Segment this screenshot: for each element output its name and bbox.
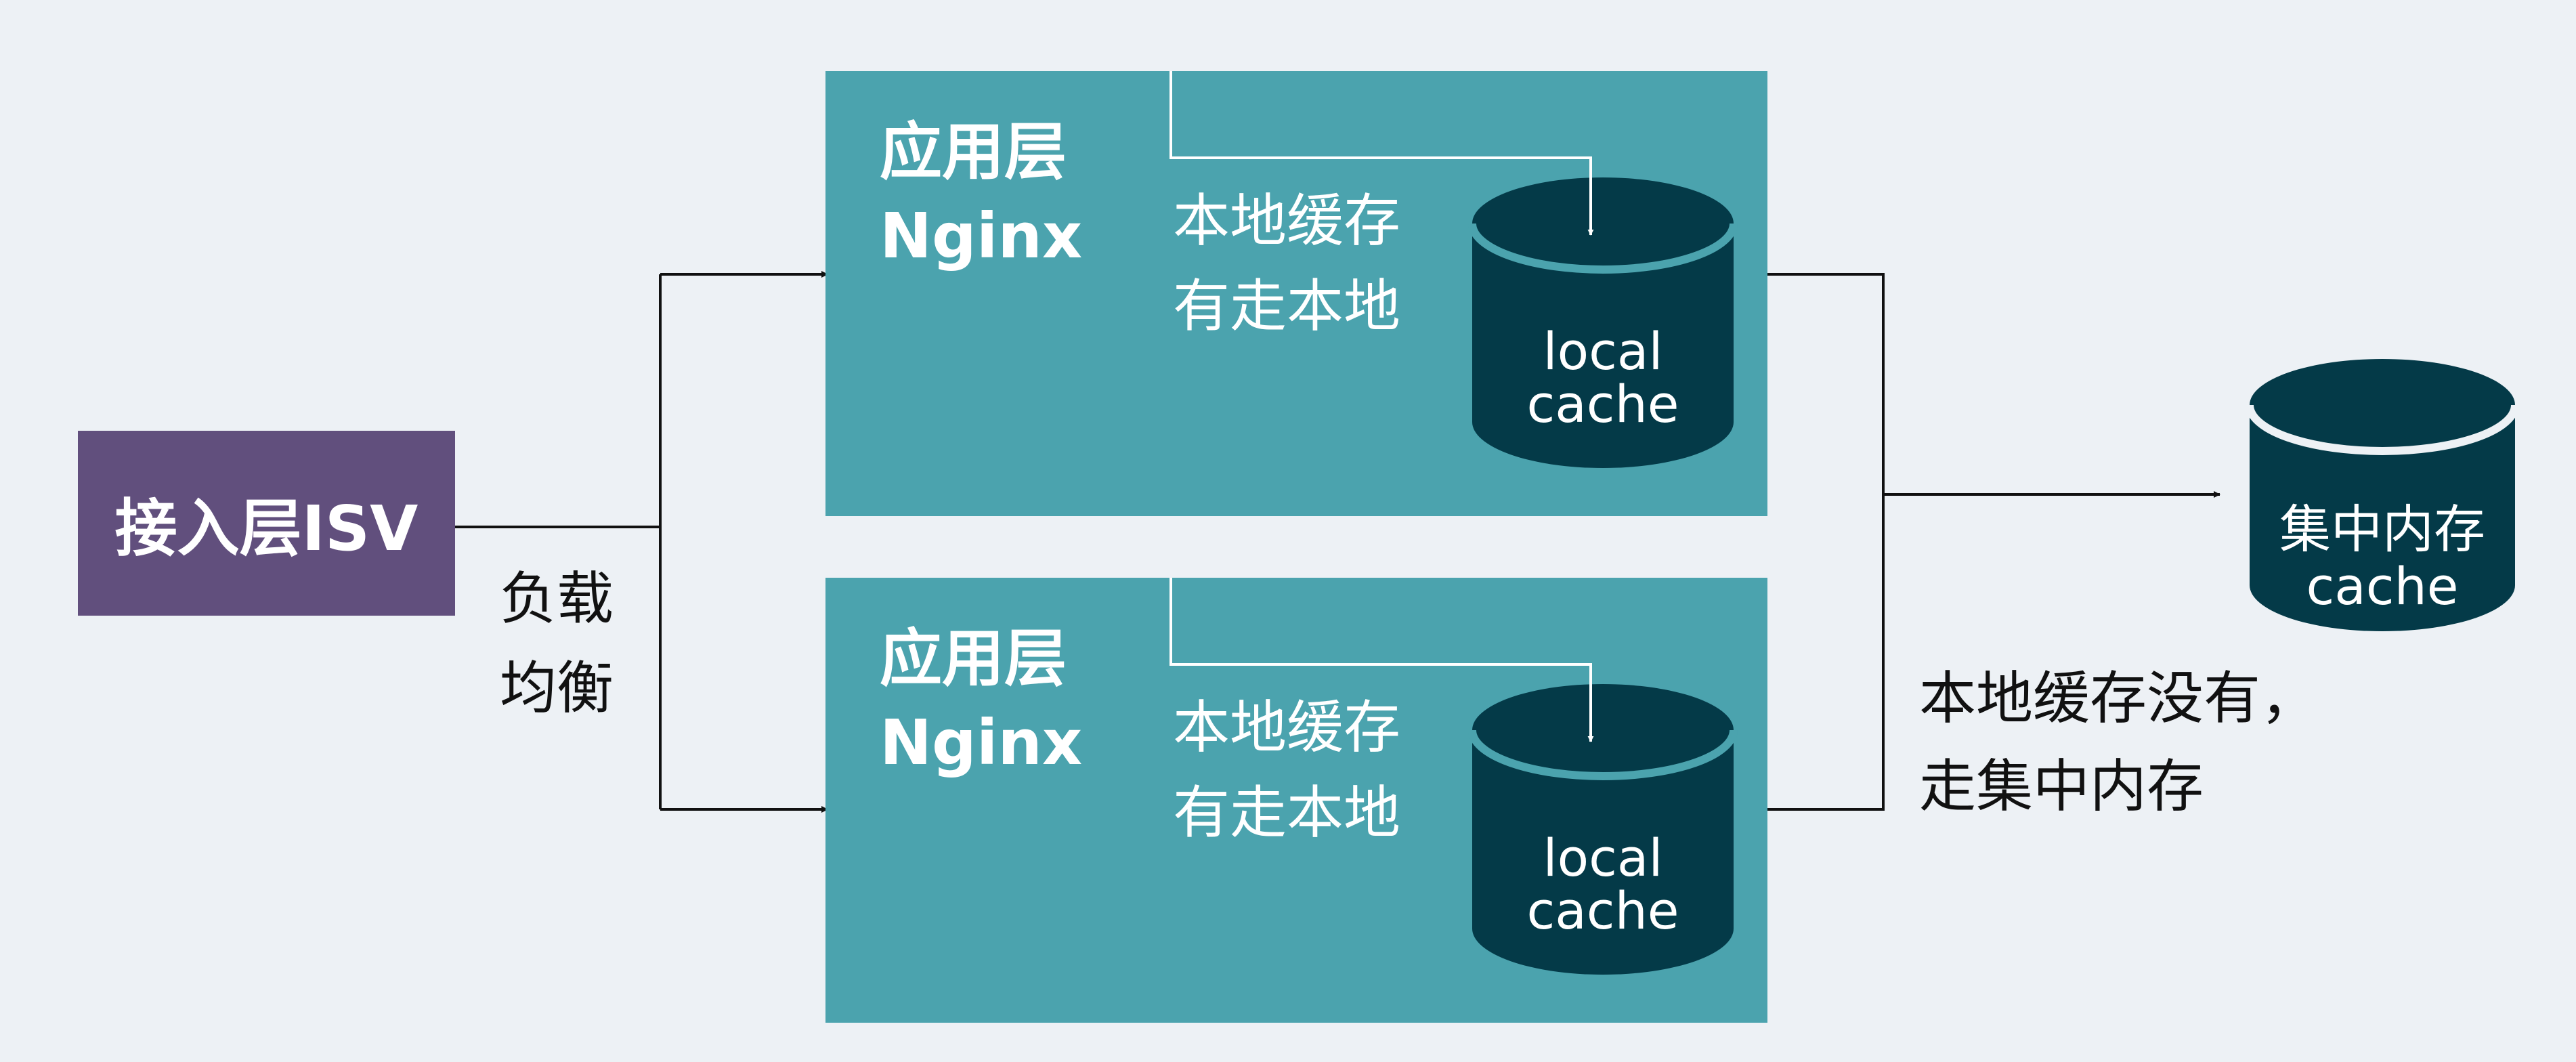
entry-layer-label: 接入层ISV — [114, 492, 418, 565]
central-cache-label-line2: cache — [2306, 556, 2458, 616]
local-cache-cylinder-2: local cache — [1468, 684, 1738, 975]
local-cache-note-2-line1: 本地缓存 — [1173, 694, 1401, 761]
load-balancer-label-line2: 均衡 — [500, 655, 614, 721]
local-cache-label-2-line2: cache — [1526, 880, 1679, 941]
fallback-note-line2: 走集中内存 — [1919, 753, 2204, 820]
local-cache-note-2-line2: 有走本地 — [1173, 780, 1401, 846]
local-cache-note-1-line2: 有走本地 — [1173, 273, 1401, 339]
app-layer-title-2-line2: Nginx — [880, 706, 1083, 779]
local-cache-group-1: local cache — [1169, 71, 1738, 468]
local-cache-lookup-arrow-2 — [1169, 578, 1594, 742]
app-layer-box-2: 应用层 Nginx 本地缓存 有走本地 local cache — [825, 578, 1767, 1023]
fallback-note: 本地缓存没有， 走集中内存 — [1919, 654, 2317, 830]
local-cache-lookup-arrow-1 — [1169, 71, 1594, 236]
entry-layer-box: 接入层ISV — [78, 431, 455, 616]
app-layer-box-1: 应用层 Nginx 本地缓存 有走本地 local cache — [825, 71, 1767, 516]
app-layer-title-2-line1: 应用层 — [880, 622, 1067, 695]
central-cache-cylinder: 集中内存 cache — [2246, 359, 2519, 631]
app-layer-title-2: 应用层 Nginx — [880, 617, 1082, 785]
local-cache-label-2-line1: local — [1543, 828, 1662, 888]
load-balancer-label: 负载 均衡 — [500, 554, 614, 733]
local-cache-note-1-line1: 本地缓存 — [1173, 188, 1401, 254]
app-layer-title-1-line2: Nginx — [880, 200, 1083, 272]
local-cache-note-1: 本地缓存 有走本地 — [1173, 178, 1400, 349]
local-cache-label-1-line1: local — [1543, 321, 1662, 381]
fallback-note-line1: 本地缓存没有， — [1919, 665, 2318, 731]
local-cache-note-2: 本地缓存 有走本地 — [1173, 685, 1400, 855]
local-cache-cylinder-1: local cache — [1468, 177, 1738, 468]
app-1-out-line — [1767, 273, 1885, 811]
local-cache-label-1-line2: cache — [1526, 374, 1679, 434]
central-cache-label-line1: 集中内存 — [2279, 499, 2485, 559]
load-balancer-label-line1: 负载 — [500, 566, 614, 632]
app-layer-title-1: 应用层 Nginx — [880, 110, 1082, 278]
local-cache-group-2: local cache — [1169, 578, 1738, 975]
app-layer-title-1-line1: 应用层 — [880, 116, 1067, 188]
